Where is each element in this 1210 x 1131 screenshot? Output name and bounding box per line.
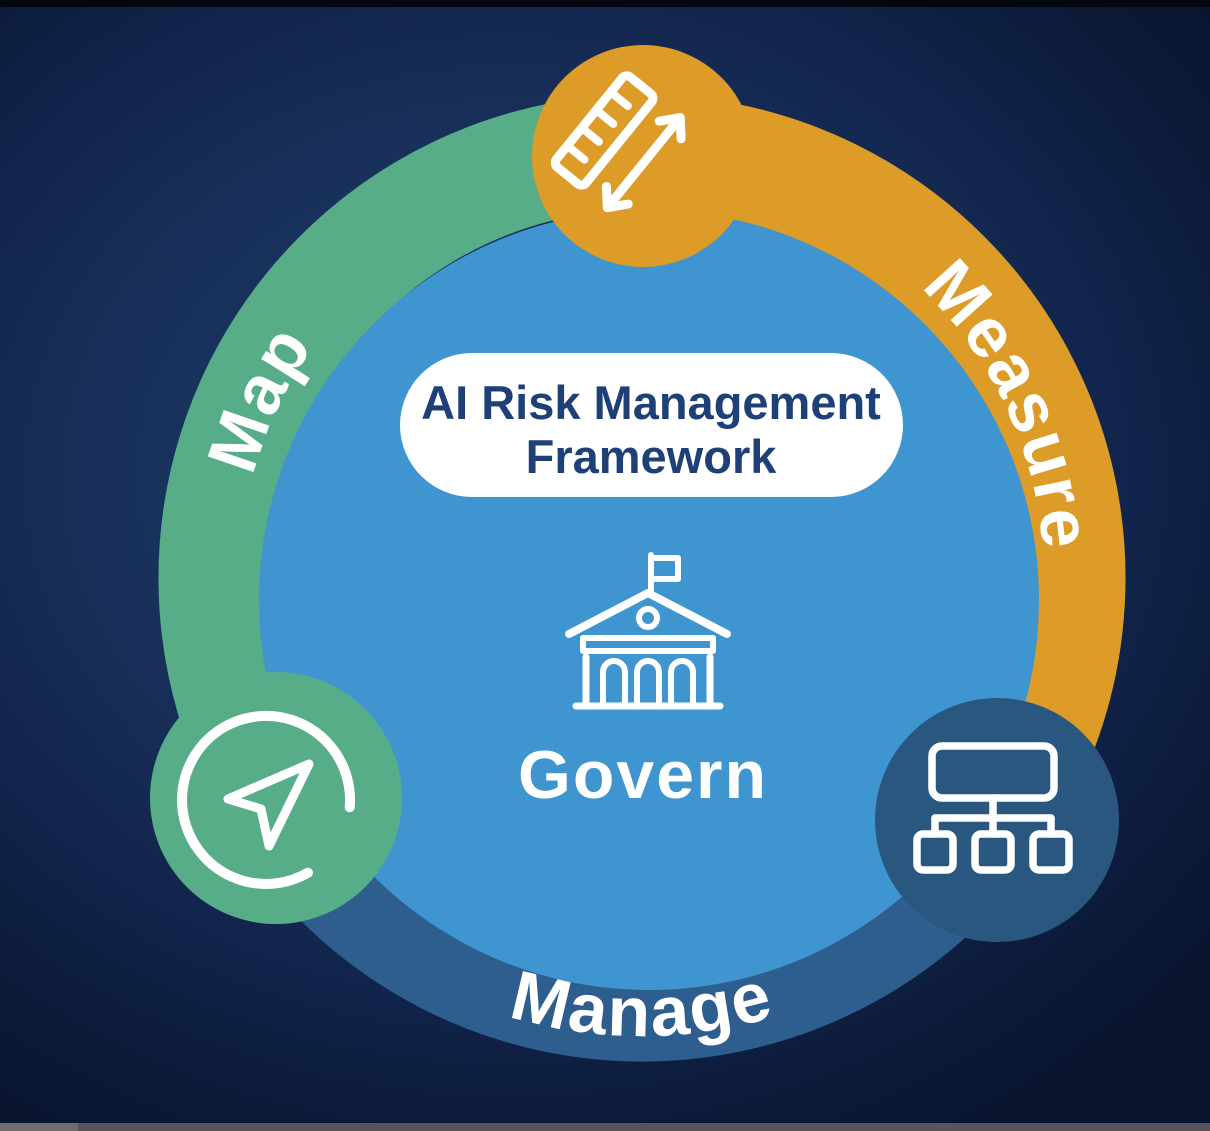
title-pill: AI Risk Management Framework xyxy=(400,353,903,497)
measure-arc xyxy=(641,94,1126,851)
title-line-1: AI Risk Management xyxy=(421,376,881,429)
video-progress-played xyxy=(0,1123,78,1131)
navigation-arrow-icon xyxy=(177,710,356,889)
govern-label: Govern xyxy=(518,737,768,813)
video-progress-bar[interactable] xyxy=(0,1123,1210,1131)
manage-arc xyxy=(227,767,1042,1062)
map-arc xyxy=(158,94,643,827)
framework-ring xyxy=(158,94,1126,1062)
letterbox-bar xyxy=(0,0,1210,7)
title-line-2: Framework xyxy=(526,430,778,483)
measure-node-circle xyxy=(532,45,754,267)
ruler-measure-icon xyxy=(550,71,686,213)
title-pill-background xyxy=(400,353,903,497)
org-chart-icon xyxy=(913,742,1073,874)
government-building-icon xyxy=(565,552,731,710)
